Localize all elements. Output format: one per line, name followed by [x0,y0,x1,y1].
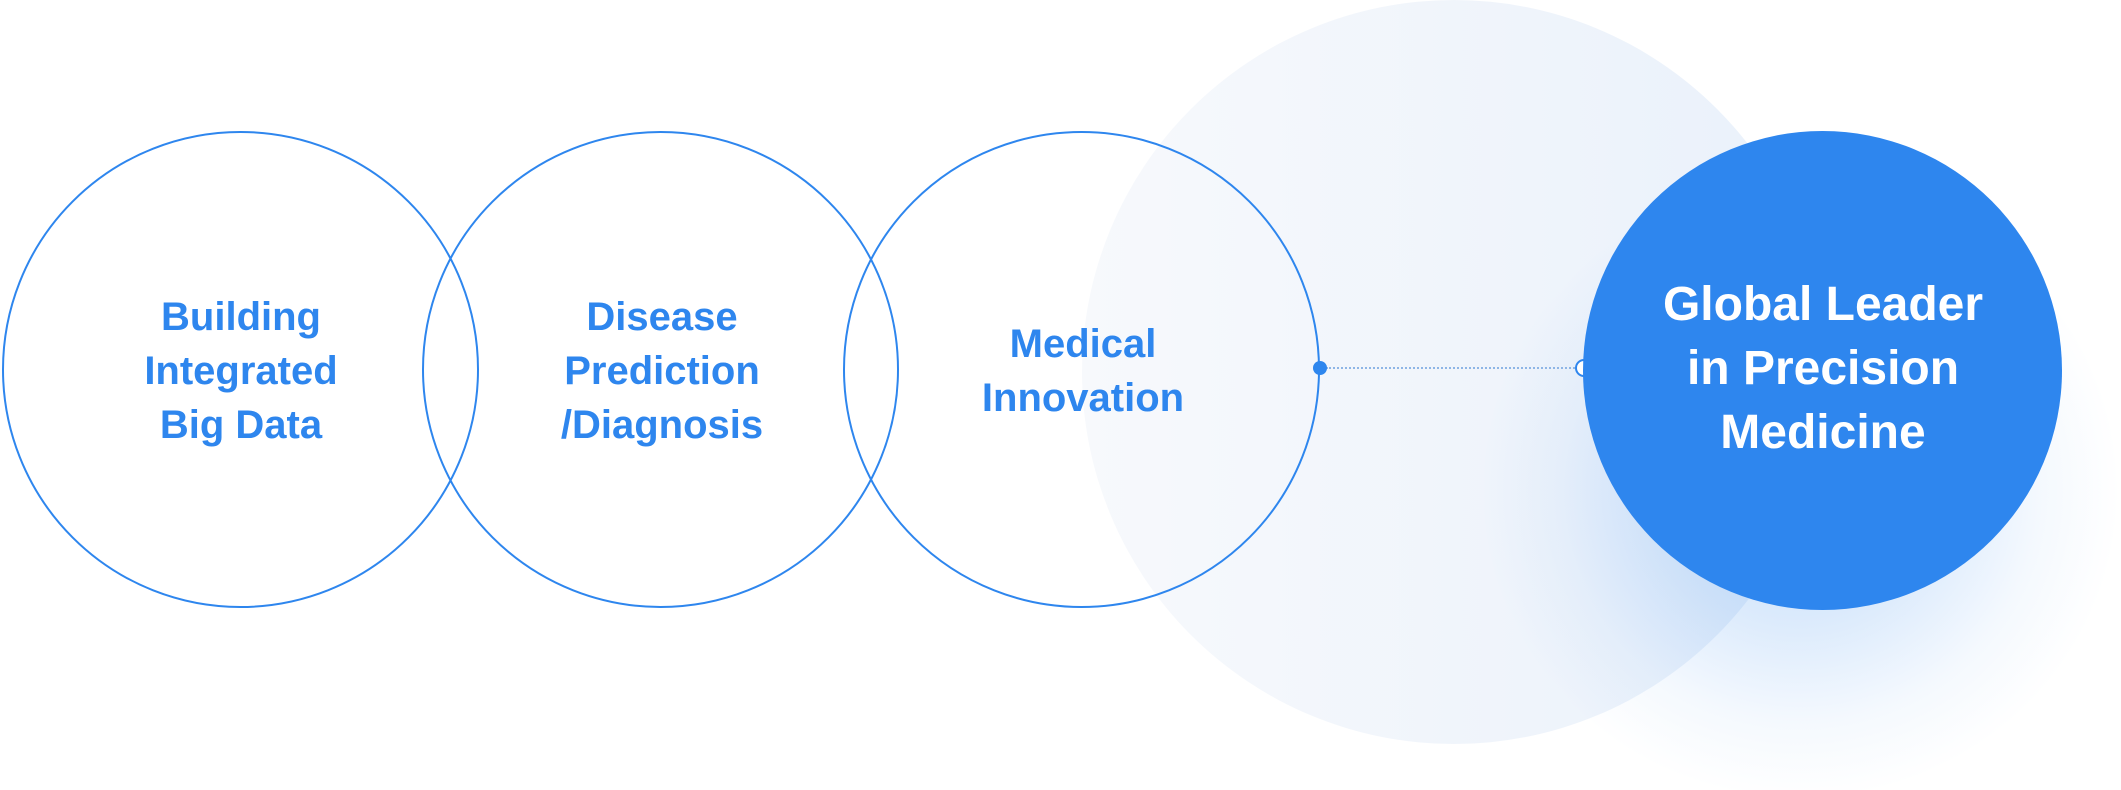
connector-start-dot [1313,361,1327,375]
dotted-connector-line [1326,367,1582,369]
goal-circle [1583,131,2062,610]
